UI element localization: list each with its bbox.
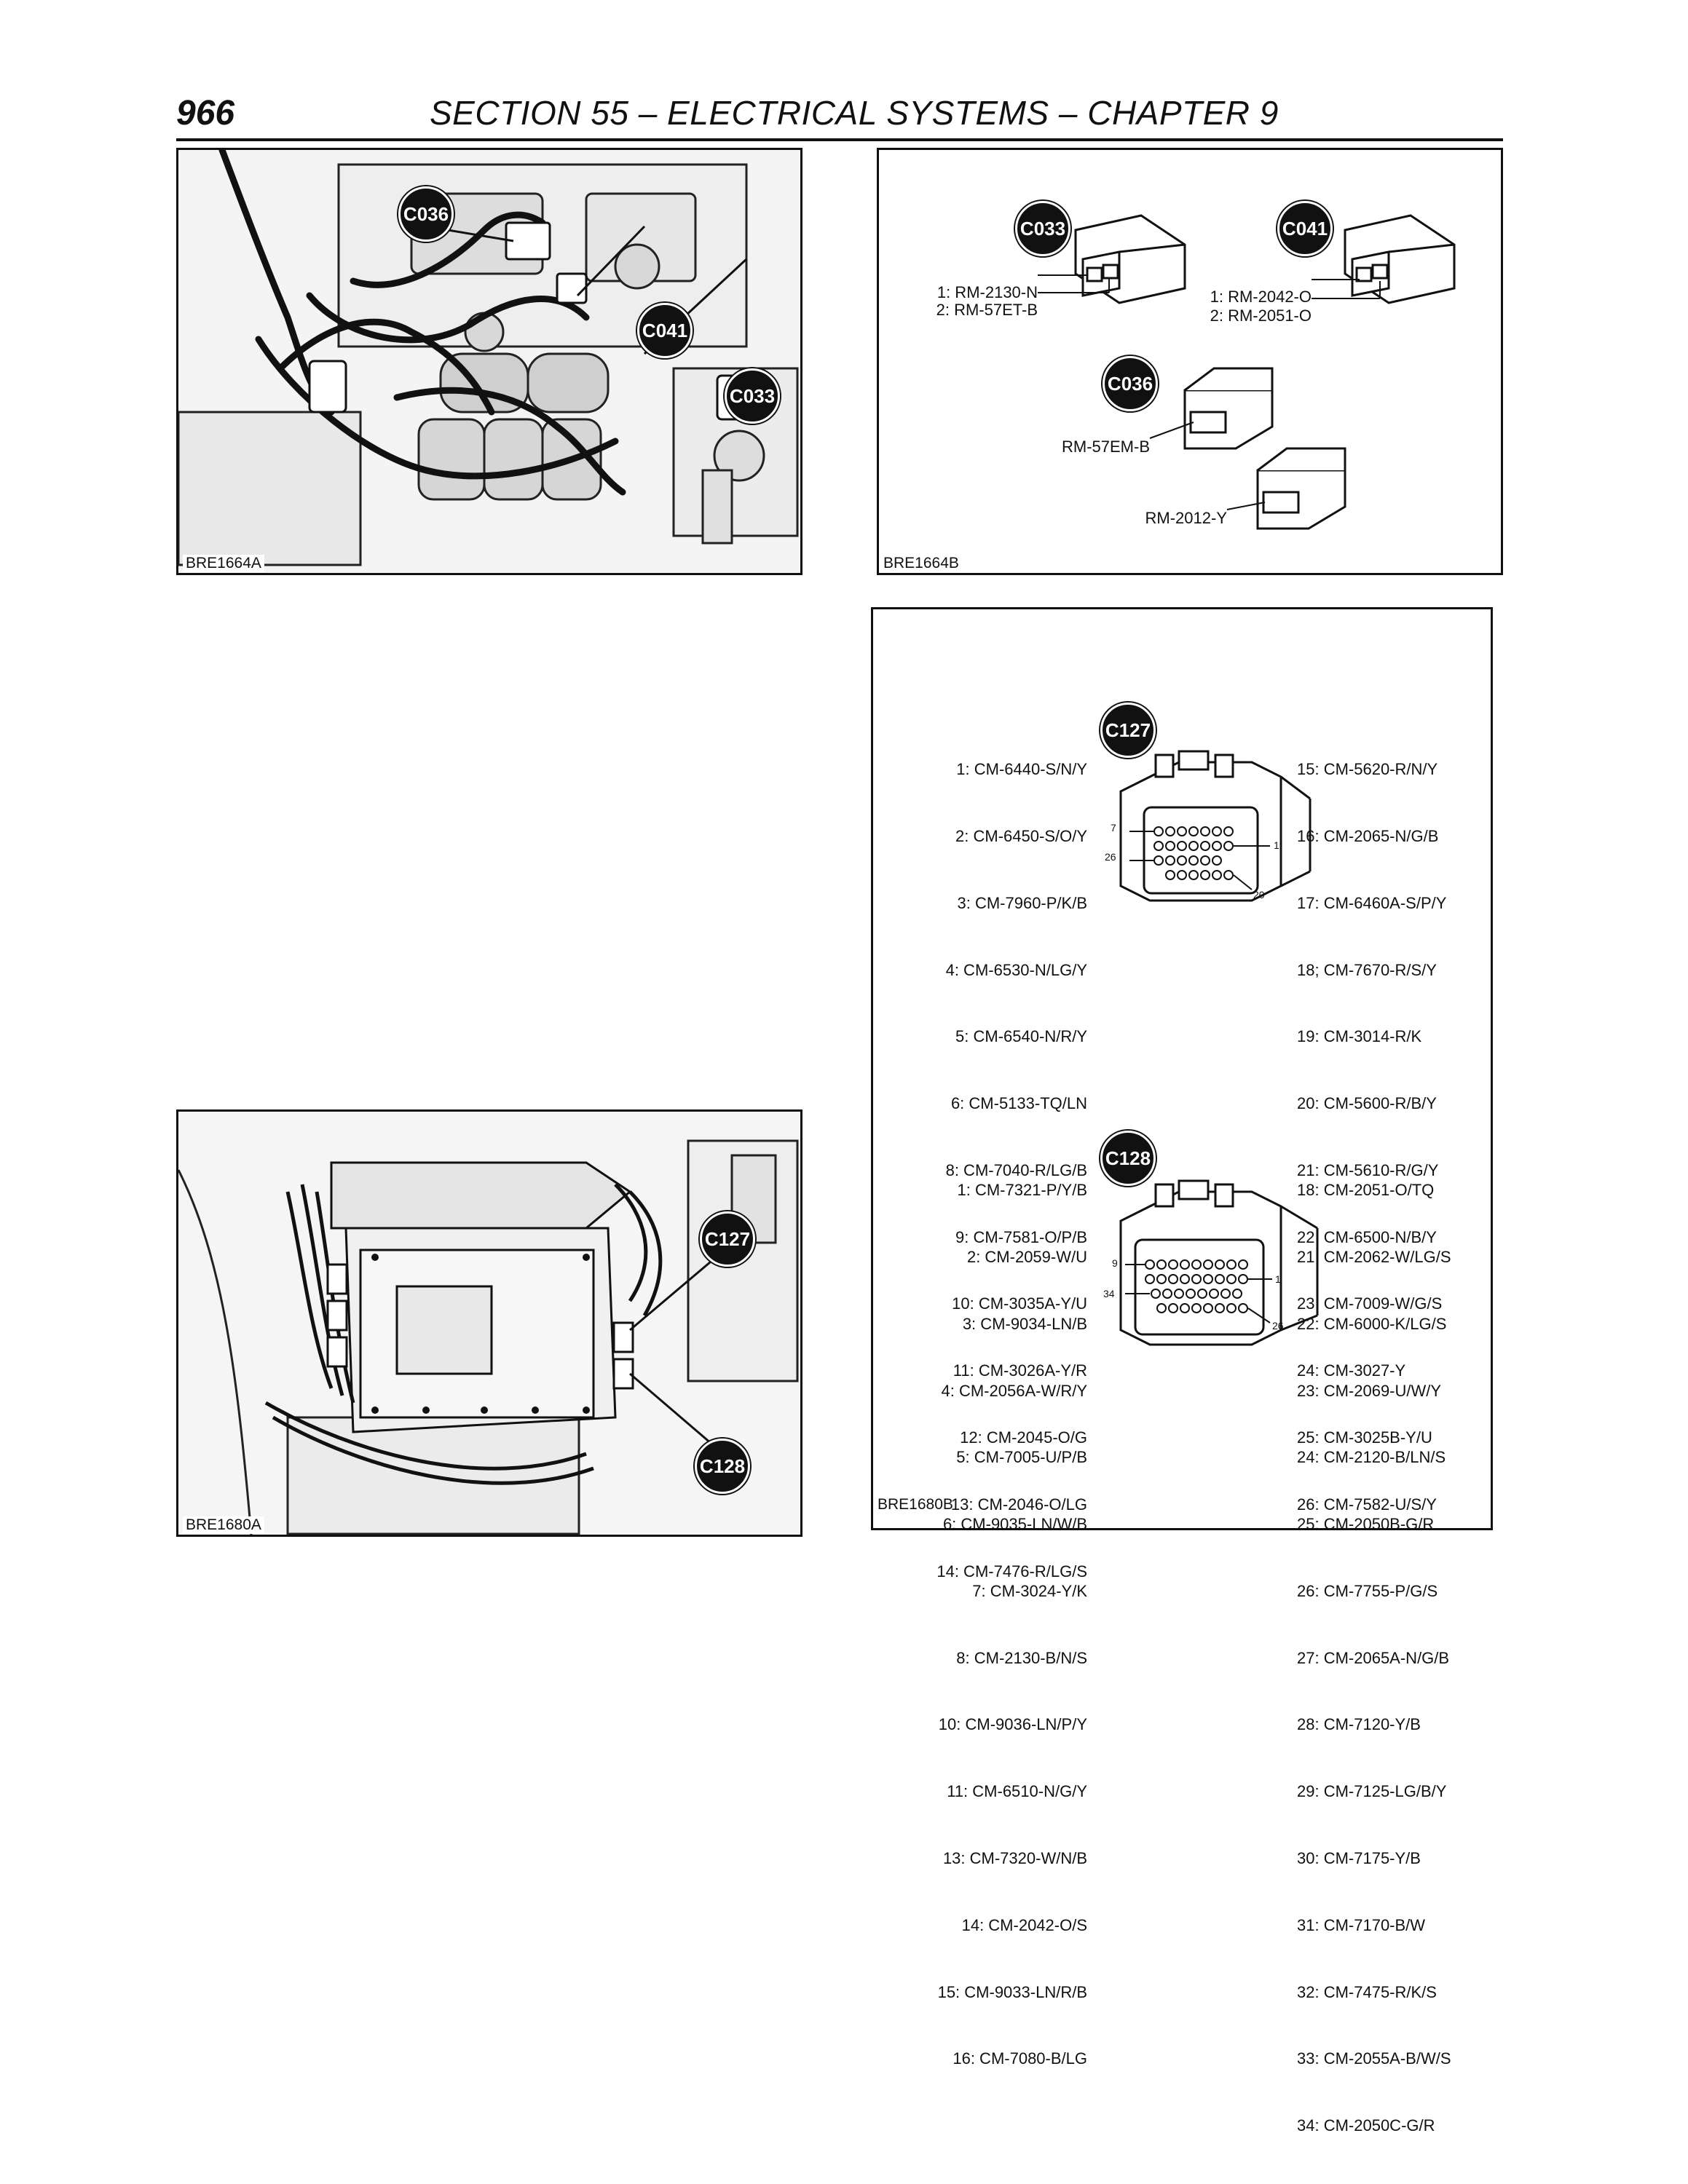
page-number: 966 [176,94,235,132]
ecu-module-illustration [178,1112,800,1535]
c128-pin: 24: CM-2120-B/LN/S [1297,1448,1446,1467]
c128-pin: 6: CM-9035-LN/W/B [942,1515,1087,1534]
c127-pin: 11: CM-3026A-Y/R [953,1361,1087,1380]
c127-pin: 1: CM-6440-S/N/Y [956,760,1087,779]
c128-badge: C128 [1100,1131,1156,1186]
c128-pin: 27: CM-2065A-N/G/B [1297,1648,1450,1667]
c033-pin-1: 1: RM-2130-N [936,283,1038,301]
c127-pin: 21: CM-5610-R/G/Y [1297,1160,1439,1179]
page-title: SECTION 55 – ELECTRICAL SYSTEMS – CHAPTE… [430,94,1279,132]
c127-pin: 10: CM-3035A-Y/U [952,1294,1087,1313]
c128-right-pins: 18: CM-2051-O/TQ 21: CM-2062-W/LG/S 22: … [1297,1135,1451,2182]
c127-pin: 25: CM-3025B-Y/U [1297,1428,1432,1447]
c127-pin: 20: CM-5600-R/B/Y [1297,1094,1437,1113]
c128-pin: 4: CM-2056A-W/R/Y [941,1381,1088,1400]
c127-pin: 16: CM-2065-N/G/B [1297,826,1439,845]
c127-pin: 15: CM-5620-R/N/Y [1297,760,1438,779]
callout-c041: C041 [637,303,693,358]
c127-pin: 13: CM-2046-O/LG [950,1495,1087,1514]
c127-pin: 4: CM-6530-N/LG/Y [945,960,1087,979]
figure-code: BRE1664A [183,555,264,572]
c128-pin: 14: CM-2042-O/S [961,1915,1087,1934]
c128-pin: 25: CM-2050B-G/R [1297,1515,1435,1534]
callout-c033: C033 [725,368,780,424]
c128-pin: 1: CM-7321-P/Y/B [957,1181,1087,1200]
c041-pin-2: 2: RM-2051-O [1210,306,1312,325]
c128-pin: 21: CM-2062-W/LG/S [1297,1247,1451,1266]
c128-pin: 22: CM-6000-K/LG/S [1297,1314,1447,1333]
figure-bre1664a: C036 C041 C033 BRE1664A [176,148,802,575]
c128-pin: 2: CM-2059-W/U [966,1247,1087,1266]
c036-badge: C036 [1103,356,1158,411]
c128-pin-label-1: 1 [1275,1273,1281,1285]
c033-badge: C033 [1015,201,1070,256]
c128-pin: 10: CM-9036-LN/P/Y [938,1715,1087,1734]
c127-pin: 19: CM-3014-R/K [1297,1027,1422,1046]
callout-c128: C128 [695,1439,750,1494]
figure-code: BRE1680B [877,1496,953,1513]
c127-pin: 17: CM-6460A-S/P/Y [1297,893,1447,912]
c127-pin-label-7: 7 [1111,822,1116,834]
c128-pin: 30: CM-7175-Y/B [1297,1849,1421,1867]
c127-pin: 2: CM-6450-S/O/Y [955,826,1087,845]
c128-pin: 29: CM-7125-LG/B/Y [1297,1782,1447,1801]
c127-pin: 14: CM-7476-R/LG/S [936,1562,1087,1580]
c033-pin-2: 2: RM-57ET-B [936,301,1038,319]
c128-pin: 32: CM-7475-R/K/S [1297,1982,1437,2001]
callout-c036: C036 [398,186,454,242]
figure-code: BRE1664B [883,555,959,571]
c127-pin-label-20: 20 [1253,889,1265,901]
c127-pin-label-26: 26 [1105,851,1116,863]
c128-pin-label-9: 9 [1112,1257,1118,1269]
c127-badge: C127 [1100,703,1156,758]
c127-pin: 3: CM-7960-P/K/B [957,893,1087,912]
c128-left-pins: 1: CM-7321-P/Y/B 2: CM-2059-W/U 3: CM-90… [895,1135,1087,2115]
c127-pin: 18; CM-7670-R/S/Y [1297,960,1437,979]
c128-pin: 3: CM-9034-LN/B [962,1314,1087,1333]
c127-left-pins: 1: CM-6440-S/N/Y 2: CM-6450-S/O/Y 3: CM-… [898,714,1087,1627]
c127-pin: 26: CM-7582-U/S/Y [1297,1495,1437,1514]
c041-badge: C041 [1277,201,1333,256]
c041-pin-1: 1: RM-2042-O [1210,288,1312,306]
figure-bre1680a: C127 C128 BRE1680A [176,1109,802,1537]
multi-pin-connector-drawings [1119,750,1319,1346]
c127-pin: 5: CM-6540-N/R/Y [955,1027,1087,1046]
c128-pin-label-26: 26 [1272,1320,1284,1332]
figure-bre1680b: C127 7 26 1 20 1: CM-6440-S/N/Y 2: CM-64… [871,607,1493,2134]
c127-pin: 24: CM-3027-Y [1297,1361,1406,1380]
c127-pin: 8: CM-7040-R/LG/B [945,1160,1087,1179]
figure-bre1664b: C033 C041 C036 1: RM-2130-N 2: RM-57ET-B… [877,148,1503,575]
c128-pin: 23: CM-2069-U/W/Y [1297,1381,1442,1400]
c128-pin: 31: CM-7170-B/W [1297,1915,1426,1934]
c128-pin: 5: CM-7005-U/P/B [956,1448,1087,1467]
c128-pin: 15: CM-9033-LN/R/B [937,1982,1087,2001]
c127-pin: 23: CM-7009-W/G/S [1297,1294,1443,1313]
c128-pin: 8: CM-2130-B/N/S [956,1648,1087,1667]
c128-pin: 34: CM-2050C-G/R [1297,2116,1435,2135]
header-rule [176,138,1503,141]
c128-pin: 18: CM-2051-O/TQ [1297,1181,1435,1200]
c036-wire-2: RM-2012-Y [1145,509,1227,527]
c128-pin: 16: CM-7080-B/LG [953,2049,1087,2068]
c128-pin: 11: CM-6510-N/G/Y [947,1782,1087,1801]
c127-pin: 6: CM-5133-TQ/LN [950,1094,1087,1113]
c128-pin: 26: CM-7755-P/G/S [1297,1581,1438,1600]
c127-pin: 12: CM-2045-O/G [960,1428,1087,1447]
c127-pin-label-1: 1 [1274,839,1279,851]
c128-pin: 33: CM-2055A-B/W/S [1297,2049,1451,2068]
c128-pin: 7: CM-3024-Y/K [972,1581,1087,1600]
c128-pin-label-34: 34 [1103,1288,1115,1299]
c127-right-pins: 15: CM-5620-R/N/Y 16: CM-2065-N/G/B 17: … [1297,714,1446,1561]
c036-wire-1: RM-57EM-B [1061,438,1150,456]
c128-pin: 13: CM-7320-W/N/B [942,1849,1087,1867]
figure-code: BRE1680A [183,1516,264,1534]
c128-pin: 28: CM-7120-Y/B [1297,1715,1421,1734]
engine-harness-illustration [178,150,800,573]
callout-c127: C127 [700,1211,755,1267]
c127-pin: 9: CM-7581-O/P/B [955,1227,1087,1246]
c127-pin: 22: CM-6500-N/B/Y [1297,1227,1437,1246]
connector-drawings [1038,214,1456,530]
